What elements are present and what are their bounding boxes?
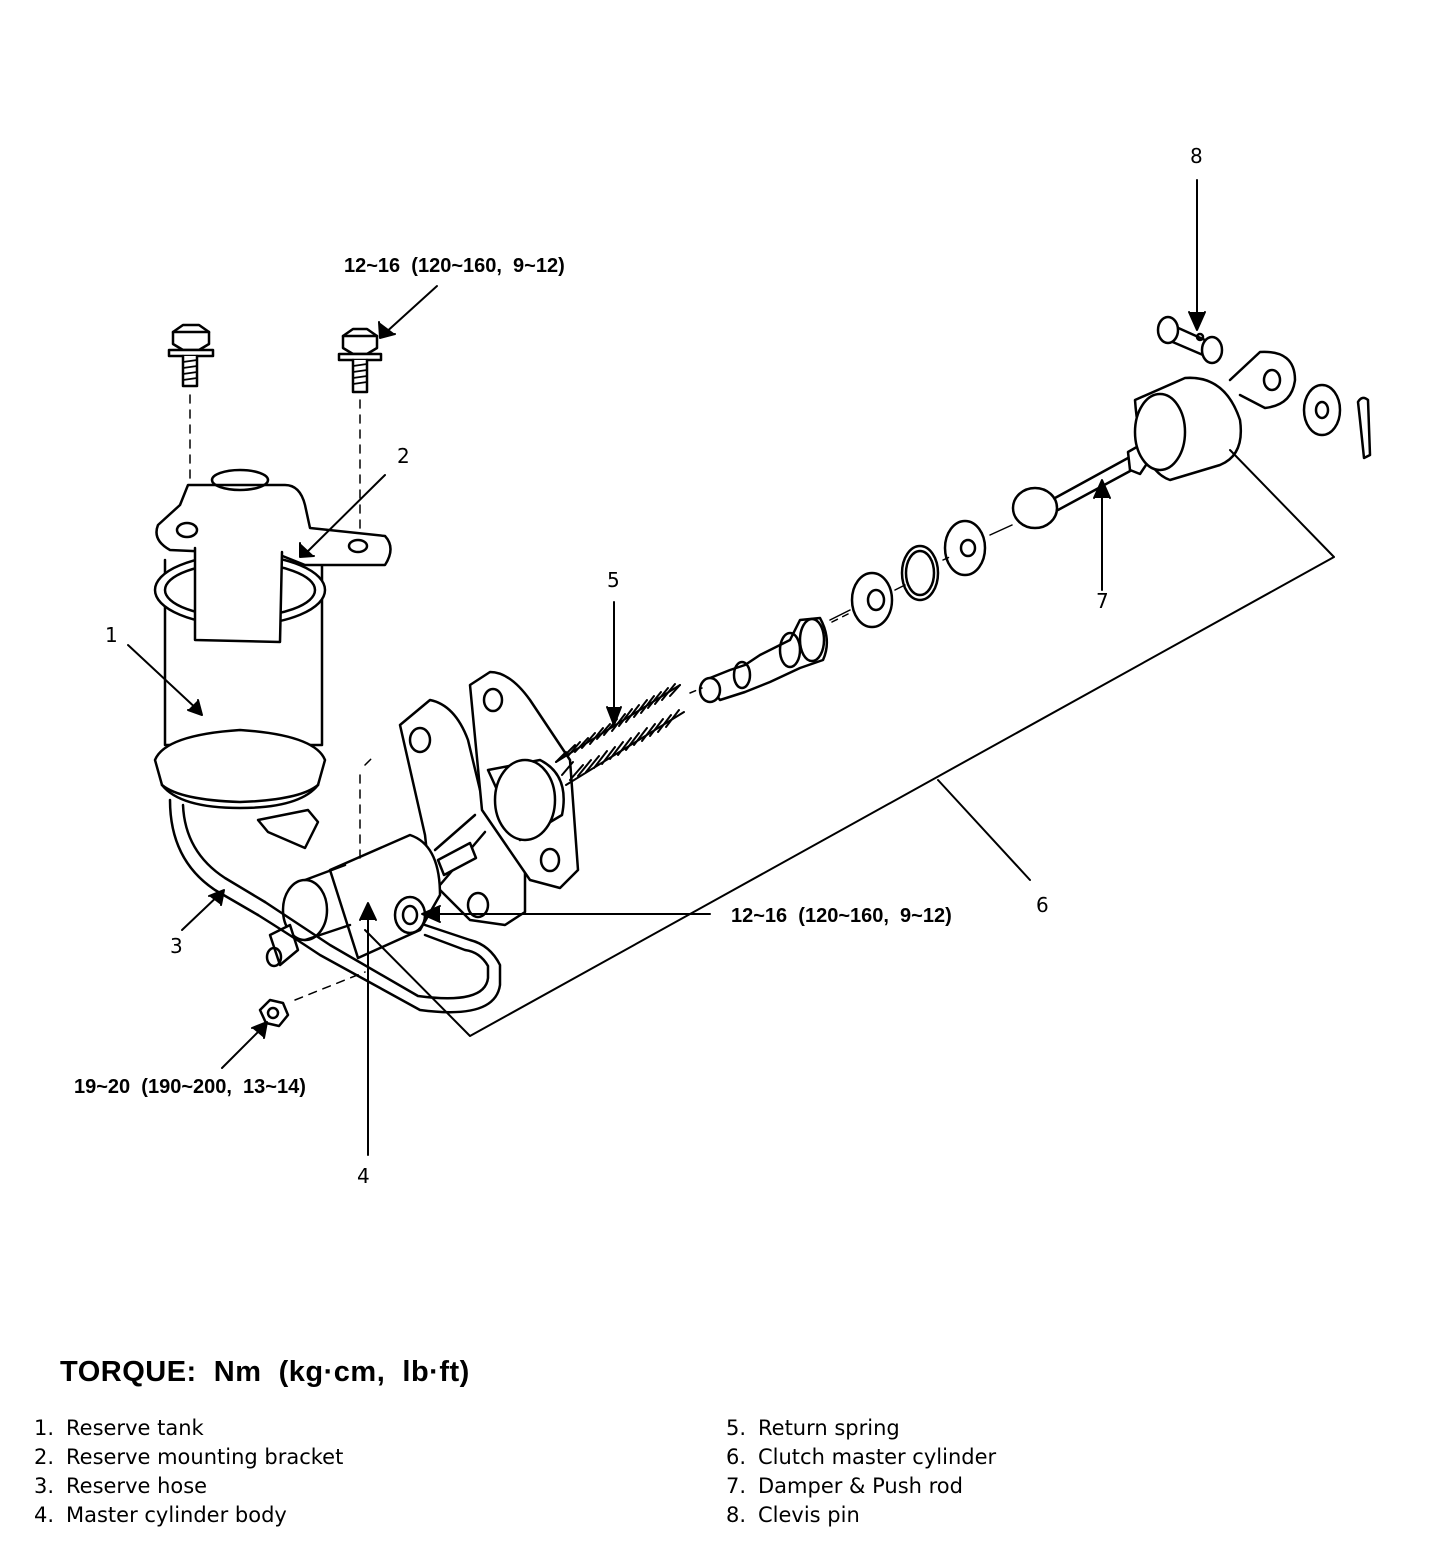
legend-number: 5. bbox=[726, 1416, 747, 1440]
legend-label: Reserve hose bbox=[66, 1474, 208, 1498]
callout-number-4: 4 bbox=[357, 1164, 370, 1188]
legend-item-7: 7. Damper & Push rod bbox=[726, 1476, 963, 1497]
callout-number-1: 1 bbox=[105, 623, 118, 647]
legend-number: 8. bbox=[726, 1503, 747, 1527]
leader-lines bbox=[127, 179, 1206, 1156]
callout-number-7: 7 bbox=[1096, 589, 1109, 613]
legend-label: Damper & Push rod bbox=[758, 1474, 963, 1498]
legend-number: 3. bbox=[34, 1474, 55, 1498]
torque-callout-bracket-bolt: 12~16 (120~160, 9~12) bbox=[344, 255, 565, 277]
legend-item-6: 6. Clutch master cylinder bbox=[726, 1447, 996, 1468]
legend-item-3: 3. Reserve hose bbox=[34, 1476, 207, 1497]
torque-callout-cylinder-nut: 12~16 (120~160, 9~12) bbox=[731, 905, 952, 927]
return-spring-drawing bbox=[555, 683, 685, 786]
reserve-hose-drawing bbox=[256, 900, 502, 1014]
legend-number: 1. bbox=[34, 1416, 55, 1440]
callout-number-8: 8 bbox=[1190, 144, 1203, 168]
legend-item-4: 4. Master cylinder body bbox=[34, 1505, 287, 1526]
callout-number-2: 2 bbox=[397, 444, 410, 468]
torque-unit-title: TORQUE: Nm (kg·cm, lb·ft) bbox=[60, 1356, 470, 1388]
master-cylinder-body-drawing bbox=[265, 670, 580, 968]
callout-number-5: 5 bbox=[607, 568, 620, 592]
legend-label: Clevis pin bbox=[758, 1503, 860, 1527]
legend-item-2: 2. Reserve mounting bracket bbox=[34, 1447, 343, 1468]
bracket-bolt-left bbox=[167, 323, 215, 479]
seals-drawing bbox=[829, 519, 1013, 629]
reserve-mounting-bracket-drawing bbox=[155, 468, 392, 644]
piston-drawing bbox=[698, 616, 829, 704]
legend-label: Reserve tank bbox=[66, 1416, 204, 1440]
hose-nut-drawing bbox=[258, 971, 366, 1028]
assembly-bracket-6 bbox=[364, 449, 1335, 1037]
legend-label: Master cylinder body bbox=[66, 1503, 287, 1527]
legend-item-8: 8. Clevis pin bbox=[726, 1505, 860, 1526]
centerline bbox=[689, 555, 953, 694]
clevis-pin-drawing bbox=[1156, 315, 1372, 460]
legend-label: Return spring bbox=[758, 1416, 900, 1440]
legend-item-5: 5. Return spring bbox=[726, 1418, 900, 1439]
damper-push-rod-drawing bbox=[1011, 376, 1243, 530]
legend-label: Reserve mounting bracket bbox=[66, 1445, 344, 1469]
legend-item-1: 1. Reserve tank bbox=[34, 1418, 204, 1439]
bracket-bolt-right bbox=[337, 327, 383, 541]
legend-number: 6. bbox=[726, 1445, 747, 1469]
legend-number: 4. bbox=[34, 1503, 55, 1527]
legend-number: 7. bbox=[726, 1474, 747, 1498]
torque-callout-hose-nut: 19~20 (190~200, 13~14) bbox=[74, 1076, 306, 1098]
legend-number: 2. bbox=[34, 1445, 55, 1469]
legend-label: Clutch master cylinder bbox=[758, 1445, 997, 1469]
callout-number-3: 3 bbox=[170, 934, 183, 958]
callout-number-6: 6 bbox=[1036, 893, 1049, 917]
